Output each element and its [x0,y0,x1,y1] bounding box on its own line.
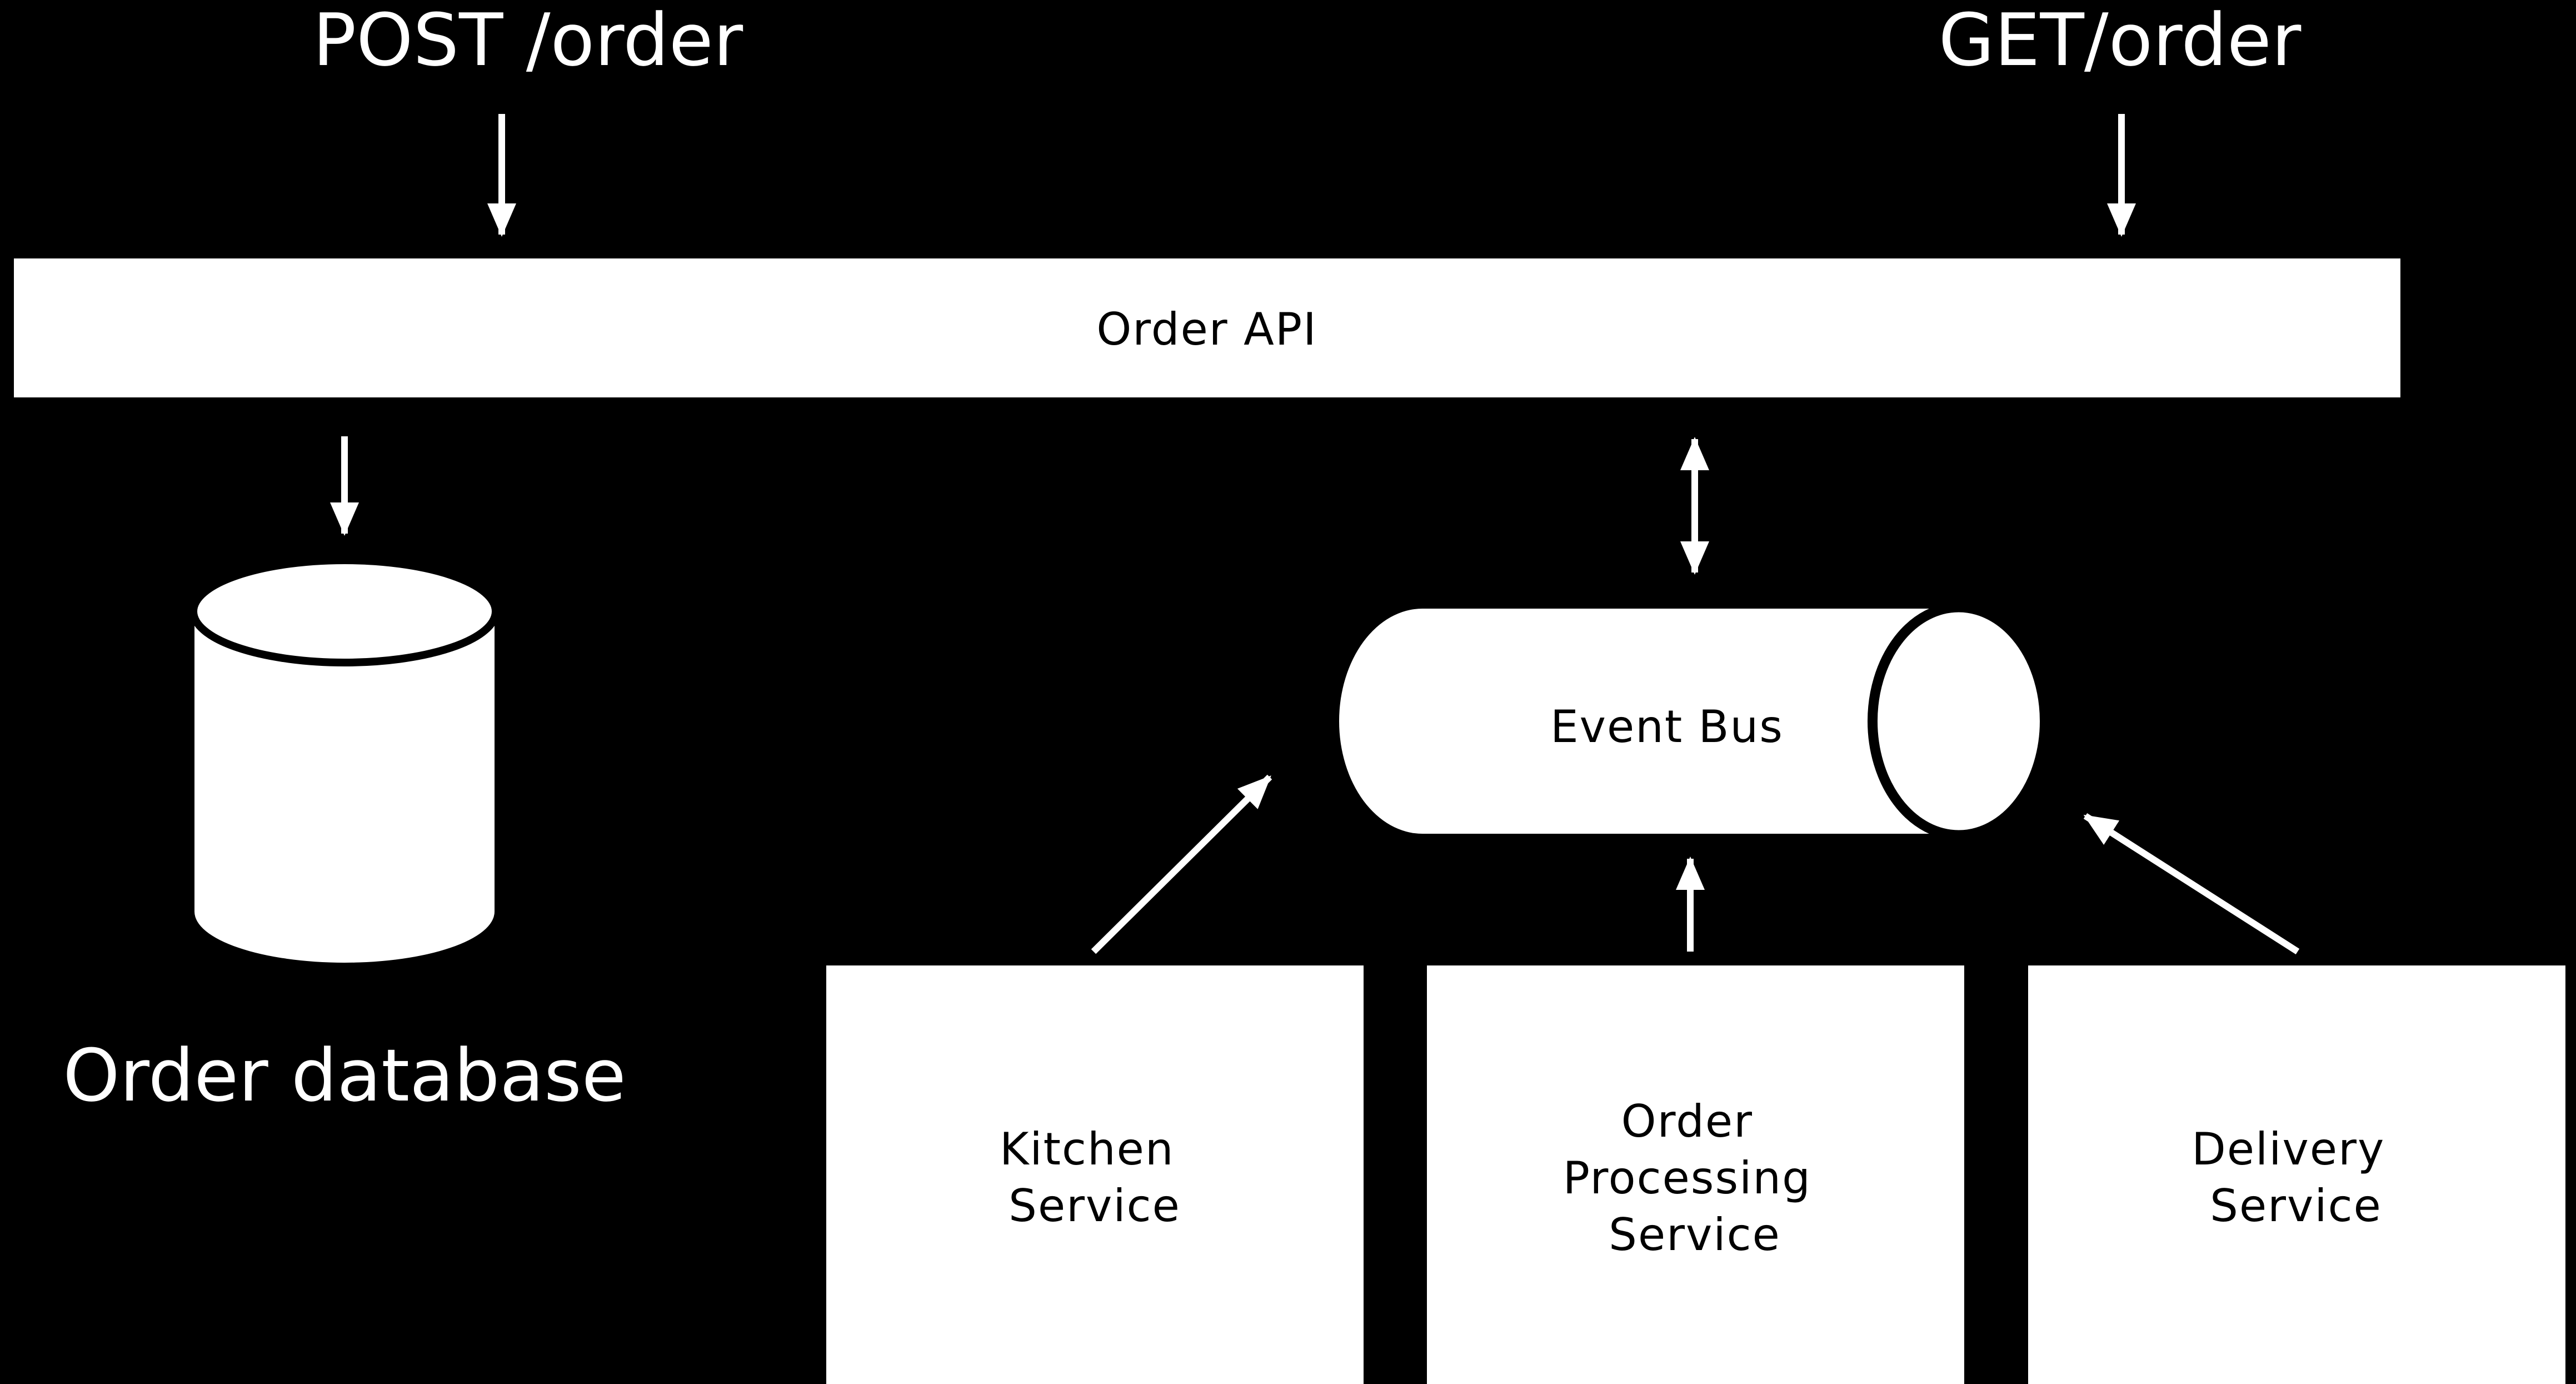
kitchen-service-label: Kitchen Service [1000,1123,1190,1232]
kitchen-service-box: Kitchen Service [826,965,1364,1384]
get-endpoint-label: GET/order [1939,0,2302,82]
kitchen-to-bus-arrow [1091,774,1272,954]
order-processing-service-box: Order Processing Service [1427,965,1964,1384]
order-api-bar [14,258,2400,397]
order-processing-service-label: Order Processing Service [1563,1096,1827,1261]
order-processing-line-1: Order [1621,1096,1753,1147]
database-label: Order database [63,1033,626,1118]
delivery-service-line-1: Delivery [2191,1123,2385,1175]
delivery-service-box: Delivery Service [2028,965,2565,1384]
event-bus-label: Event Bus [1550,701,1784,753]
kitchen-service-line-2: Service [1009,1180,1181,1232]
delivery-service-line-2: Service [2210,1180,2382,1232]
kitchen-service-line-1: Kitchen [1000,1123,1175,1175]
delivery-service-label: Delivery Service [2191,1123,2400,1232]
delivery-to-bus-arrow [2083,813,2300,955]
post-endpoint-label: POST /order [313,0,743,82]
event-bus-icon [1339,602,2050,840]
order-processing-line-3: Service [1609,1209,1781,1261]
database-icon [189,556,500,963]
order-api-label: Order API [1096,303,1317,355]
order-processing-line-2: Processing [1563,1152,1811,1204]
